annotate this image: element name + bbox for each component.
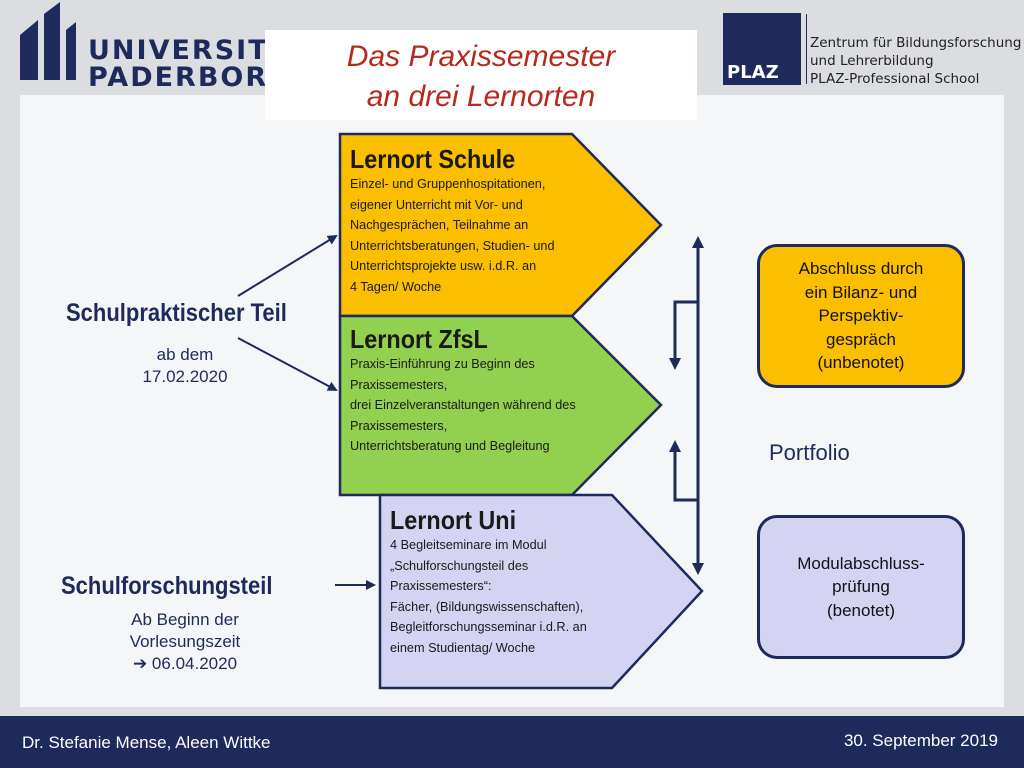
lernort-schule-shape <box>338 132 663 318</box>
title-box: Das Praxissemester an drei Lernorten <box>265 30 697 120</box>
portfolio-label: Portfolio <box>769 440 850 465</box>
abschluss-box: Abschluss durch ein Bilanz- und Perspekt… <box>757 244 965 388</box>
university-logo-icon <box>20 2 76 80</box>
bracket-upper-arrow <box>669 358 681 370</box>
plaz-logo-icon: PLAZ <box>723 13 801 85</box>
schulforschungsteil-sub1: Ab Beginn der <box>131 610 239 629</box>
plaz-logo-text: PLAZ <box>727 62 779 83</box>
lernort-uni-shape <box>378 493 704 690</box>
bracket-lower <box>673 450 698 502</box>
plaz-divider <box>806 14 807 84</box>
lernort-schule-title: Lernort Schule <box>350 144 516 174</box>
footer-authors: Dr. Stefanie Mense, Aleen Wittke <box>22 733 271 752</box>
lernort-schule: Lernort Schule Einzel- und Gruppenhospit… <box>350 144 580 297</box>
schulpraktischer-teil-title: Schulpraktischer Teil <box>66 299 287 327</box>
lernort-zfsl: Lernort ZfsL Praxis-Einführung zu Beginn… <box>350 324 605 457</box>
schulpraktischer-teil-date: ab dem 17.02.2020 <box>120 344 250 388</box>
lernort-zfsl-text: Praxis-Einführung zu Beginn des Praxisse… <box>350 357 576 453</box>
modulabschluss-text: Modulabschluss- prüfung (benotet) <box>797 553 925 620</box>
lernort-zfsl-title: Lernort ZfsL <box>350 324 488 354</box>
arrow-to-zfsl <box>237 337 338 391</box>
abschluss-text: Abschluss durch ein Bilanz- und Perspekt… <box>798 259 924 373</box>
arrow-to-schule <box>237 234 338 297</box>
page-title-line2: an drei Lernorten <box>366 80 596 113</box>
bracket-lower-arrow <box>669 440 681 452</box>
plaz-info-line2: und Lehrerbildung <box>810 53 934 69</box>
page-title-line1: Das Praxissemester <box>346 40 616 73</box>
schulforschungsteil-sub3: ➔ 06.04.2020 <box>132 654 238 673</box>
lernort-uni-title: Lernort Uni <box>390 505 517 535</box>
schulforschungsteil-date: Ab Beginn der Vorlesungszeit ➔ 06.04.202… <box>100 609 270 675</box>
schulpraktischer-teil-sub2: 17.02.2020 <box>142 367 228 386</box>
plaz-info-line3: PLAZ-Professional School <box>810 71 980 87</box>
schulforschungsteil-sub2: Vorlesungszeit <box>129 632 241 651</box>
vertical-bar-arrow-down <box>692 563 704 575</box>
lernort-zfsl-shape <box>338 314 663 497</box>
schulforschungsteil-title: Schulforschungsteil <box>61 572 273 600</box>
lernort-uni: Lernort Uni 4 Begleitseminare im Modul „… <box>390 505 630 658</box>
plaz-info-line1: Zentrum für Bildungsforschung <box>810 35 1022 51</box>
university-name-line2: PADERBORN <box>88 62 293 93</box>
footer-bar <box>0 716 1024 768</box>
modulabschluss-box: Modulabschluss- prüfung (benotet) <box>757 515 965 659</box>
lernort-uni-text: 4 Begleitseminare im Modul „Schulforschu… <box>390 538 587 655</box>
bracket-upper <box>673 300 698 360</box>
vertical-bar-arrow-up <box>692 236 704 248</box>
lernort-schule-text: Einzel- und Gruppenhospitationen, eigene… <box>350 177 555 294</box>
footer-date: 30. September 2019 <box>843 731 998 750</box>
schulpraktischer-teil-sub1: ab dem <box>156 345 214 364</box>
